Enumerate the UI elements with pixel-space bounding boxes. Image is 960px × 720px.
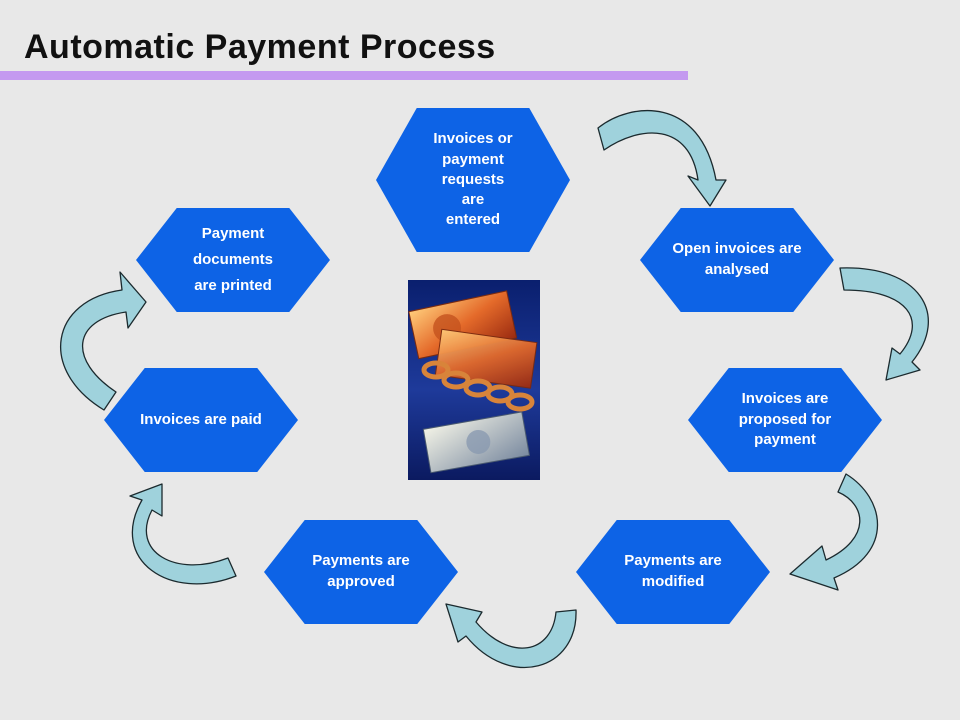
step-open-invoices-analysed: Open invoices are analysed — [640, 208, 834, 312]
step-label: Payments are modified — [624, 552, 722, 590]
step-label: Payment documents are printed — [192, 224, 273, 295]
curved-arrow-icon — [60, 271, 147, 411]
title-underline — [0, 71, 688, 80]
curved-arrow-icon — [839, 267, 929, 381]
step-invoices-paid: Invoices are paid — [104, 368, 298, 472]
step-label: Payments are approved — [312, 552, 410, 590]
money-and-chain-photo — [408, 280, 540, 480]
step-label: Invoices are paid — [140, 410, 262, 428]
curved-arrow-icon — [129, 483, 237, 585]
curved-arrow-icon — [445, 603, 577, 669]
step-label: Invoices or payment requests are entered — [433, 130, 513, 229]
step-payments-approved: Payments are approved — [264, 520, 458, 624]
step-payment-documents-printed: Payment documents are printed — [136, 208, 330, 312]
step-invoices-entered: Invoices or payment requests are entered — [376, 108, 570, 252]
step-payments-modified: Payments are modified — [576, 520, 770, 624]
page-title: Automatic Payment Process — [24, 28, 496, 66]
curved-arrow-icon — [597, 109, 727, 207]
step-label: Open invoices are analysed — [672, 240, 802, 278]
step-label: Invoices are proposed for payment — [738, 389, 832, 449]
step-invoices-proposed: Invoices are proposed for payment — [688, 368, 882, 472]
curved-arrow-icon — [789, 473, 878, 591]
